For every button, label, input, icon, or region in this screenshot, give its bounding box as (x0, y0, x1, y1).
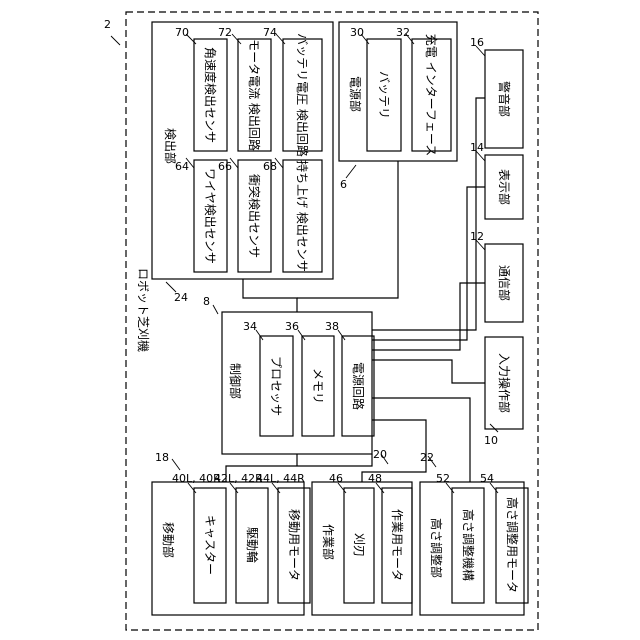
moving-ref: 18 (155, 451, 169, 464)
sensor-ref-74: 74 (263, 26, 277, 39)
height-motor-ref: 54 (480, 472, 494, 485)
work-motor-ref: 48 (368, 472, 382, 485)
move-motor-label: 移動用モータ (287, 509, 301, 581)
sensor-ref-66: 66 (218, 160, 232, 173)
work-label: 作業部 (321, 524, 336, 560)
comm-label: 通信部 (497, 265, 512, 301)
height-label: 高さ調整部 (429, 518, 444, 578)
display-ref: 14 (470, 141, 484, 154)
work-ref: 20 (373, 448, 387, 461)
memory-ref: 36 (285, 320, 299, 333)
caster-label: キャスター (203, 515, 217, 575)
height-mech-ref: 52 (436, 472, 450, 485)
input-label: 入力操作部 (497, 353, 512, 413)
battery-label: バッテリ (377, 71, 391, 119)
robot-ref: 2 (104, 18, 111, 31)
sensor-label-68: 持ち上げ 検出センサ (295, 160, 310, 272)
drive-wheel-label: 駆動輪 (245, 527, 260, 563)
sensor-ref-72: 72 (218, 26, 232, 39)
comm-ref: 12 (470, 230, 484, 243)
alarm-ref: 16 (470, 36, 484, 49)
blade-label: 刈刃 (352, 533, 366, 557)
sensor-label-66: 衝突検出センサ (247, 174, 262, 258)
power-label: 電源部 (348, 76, 363, 112)
height-mech-label: 高さ調整機構 (461, 509, 476, 581)
charge-label: 充電 インターフェース (424, 34, 439, 157)
processor-ref: 34 (243, 320, 257, 333)
detection-ref: 24 (174, 291, 188, 304)
control-ref: 8 (203, 295, 210, 308)
power-circuit-ref: 38 (325, 320, 339, 333)
memory-label: メモリ (311, 368, 325, 404)
work-motor-label: 作業用モータ (390, 509, 404, 581)
move-motor-ref: 44L, 44R (256, 472, 305, 485)
robot-label: ロボット芝刈機 (136, 268, 151, 352)
processor-label: プロセッサ (269, 356, 283, 416)
sensor-ref-70: 70 (175, 26, 189, 39)
control-box (222, 312, 372, 454)
power-ref: 6 (340, 178, 347, 191)
alarm-label: 警音部 (497, 81, 512, 117)
height-motor-label: 高さ調整用モータ (505, 497, 520, 593)
detection-label: 検出部 (163, 128, 178, 164)
control-label: 制御部 (228, 363, 243, 399)
battery-ref: 30 (350, 26, 364, 39)
sensor-label-72: モータ電流 検出回路 (247, 39, 262, 151)
sensor-label-70: 角速度検出センサ (203, 47, 218, 143)
input-ref: 10 (484, 434, 498, 447)
sensor-label-74: バッテリ電圧 検出回路 (295, 33, 310, 157)
sensor-label-64: ワイヤ検出センサ (203, 168, 217, 264)
moving-label: 移動部 (161, 522, 176, 558)
charge-ref: 32 (396, 26, 410, 39)
blade-ref: 46 (329, 472, 343, 485)
height-ref: 22 (420, 451, 434, 464)
connector-lines (226, 98, 485, 482)
power-circuit-label: 電源回路 (351, 362, 366, 410)
display-label: 表示部 (497, 169, 512, 205)
sensor-ref-68: 68 (263, 160, 277, 173)
